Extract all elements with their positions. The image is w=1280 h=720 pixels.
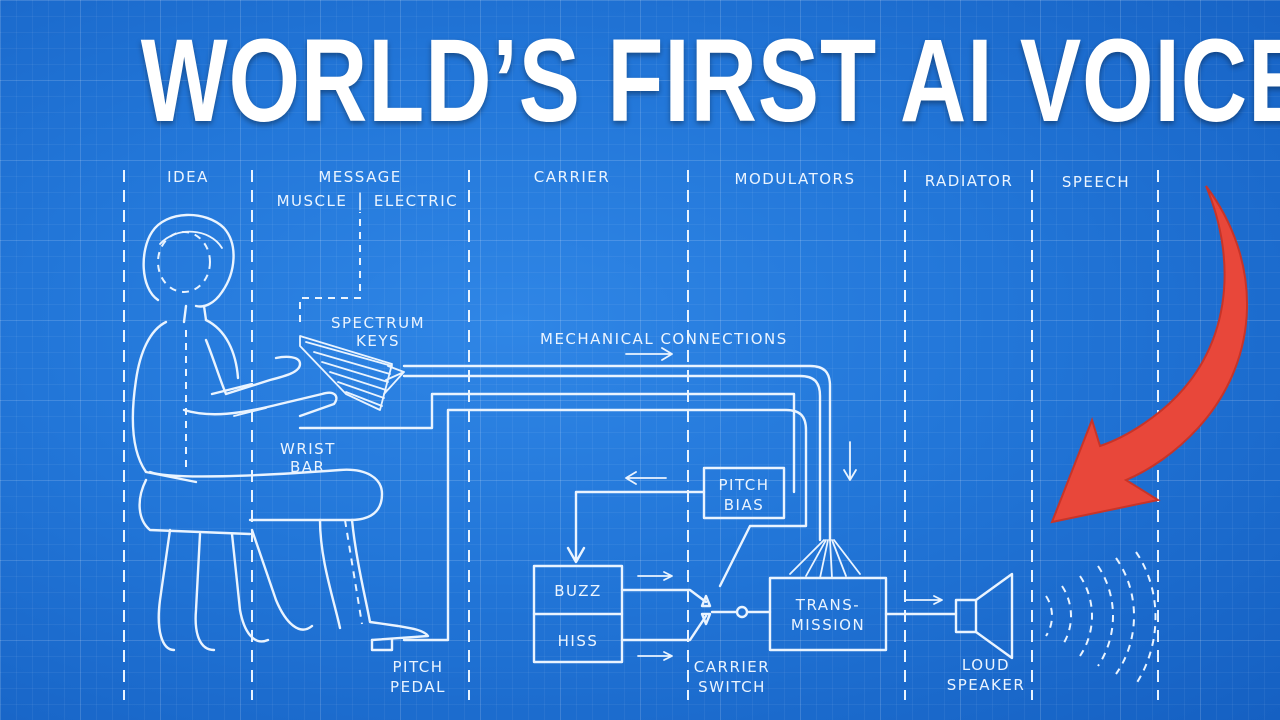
label-carrier-switch-1: CARRIER <box>694 658 770 676</box>
label-loud: LOUD <box>962 656 1010 674</box>
label-keys: KEYS <box>356 332 400 350</box>
label-speaker: SPEAKER <box>947 676 1026 694</box>
buzz-arrow <box>637 571 673 581</box>
sound-waves-icon <box>1045 551 1157 685</box>
hiss-arrow <box>637 651 673 661</box>
carrier-switch-symbol <box>700 594 712 626</box>
transmission-box <box>768 576 888 652</box>
label-hiss: HISS <box>558 632 599 650</box>
pitch-bias-link <box>566 490 706 564</box>
label-pitch-pedal-2: PEDAL <box>390 678 446 696</box>
label-pitch-bias-2: BIAS <box>724 496 765 514</box>
label-pitch-pedal-1: PITCH <box>392 658 443 676</box>
label-transmission-2: MISSION <box>791 616 865 634</box>
message-link <box>299 212 361 322</box>
carrier-switch-lines <box>620 588 708 642</box>
headline-title: WORLD’S FIRST AI VOICE <box>140 15 1280 147</box>
label-wrist: WRIST <box>280 440 336 458</box>
column-message: MESSAGE <box>318 168 401 186</box>
label-buzz: BUZZ <box>554 582 602 600</box>
label-pitch-bias-1: PITCH <box>718 476 769 494</box>
label-mechanical-connections: MECHANICAL CONNECTIONS <box>540 330 788 348</box>
column-electric: ELECTRIC <box>374 192 458 210</box>
curved-red-arrow-icon <box>1050 185 1249 524</box>
label-spectrum: SPECTRUM <box>331 314 425 332</box>
column-modulators: MODULATORS <box>735 170 856 188</box>
mechanical-arrow <box>625 347 673 361</box>
label-carrier-switch-2: SWITCH <box>698 678 766 696</box>
mechanical-connections <box>298 364 861 642</box>
message-divider-bar: | <box>357 190 365 211</box>
column-muscle: MUSCLE <box>277 192 348 210</box>
pitch-bias-arrow <box>625 471 667 485</box>
column-radiator: RADIATOR <box>925 172 1014 190</box>
column-speech: SPEECH <box>1062 173 1130 191</box>
column-idea: IDEA <box>167 168 209 186</box>
column-carrier: CARRIER <box>534 168 610 186</box>
label-transmission-1: TRANS- <box>795 596 860 614</box>
output-arrow <box>905 595 943 605</box>
loudspeaker-icon <box>954 572 1014 660</box>
operator-figure <box>131 213 430 652</box>
label-bar: BAR <box>290 458 325 476</box>
column-dividers <box>123 170 1159 700</box>
spectrum-keys <box>299 335 405 411</box>
